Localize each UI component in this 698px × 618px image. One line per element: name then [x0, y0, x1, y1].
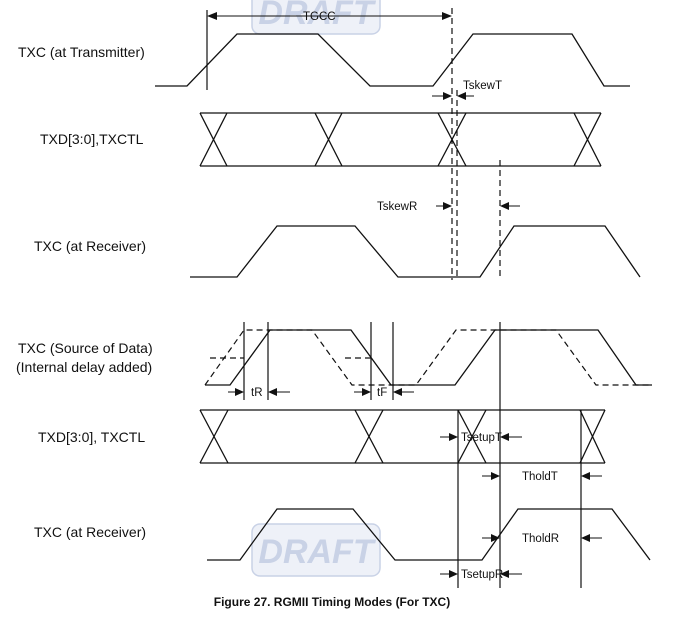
waveform-txc-source-dashed — [204, 329, 652, 386]
annotation-tR: tR — [251, 387, 263, 399]
watermark-text-bottom: DRAFT — [258, 533, 376, 571]
waveform-txc-transmitter — [155, 33, 630, 87]
tgcc-arrow — [207, 12, 452, 20]
annotation-tsetupR: TsetupR — [461, 569, 503, 581]
annotation-tsetupT: TsetupT — [461, 432, 502, 444]
waveform-txd-2 — [199, 409, 606, 464]
waveform-txc-receiver-1 — [190, 225, 641, 278]
label-txc-transmitter: TXC (at Transmitter) — [18, 44, 145, 60]
tholdR-arrows — [482, 534, 602, 542]
watermark-bottom: DRAFT — [251, 523, 381, 577]
tholdT-arrows — [482, 472, 602, 480]
annotation-tholdR: TholdR — [522, 533, 559, 545]
annotation-tgcc: TGCC — [303, 11, 336, 23]
label-txc-receiver-1: TXC (at Receiver) — [34, 238, 146, 254]
tsetupT-arrows — [440, 433, 522, 441]
tskewR-arrows — [436, 202, 520, 210]
annotation-tskewT: TskewT — [463, 80, 502, 92]
label-txc-source-line1: TXC (Source of Data) — [18, 340, 153, 356]
tsetupR-arrows — [440, 570, 522, 578]
label-txd-1: TXD[3:0],TXCTL — [40, 131, 144, 147]
annotation-tF: tF — [377, 387, 387, 399]
annotation-tskewR: TskewR — [377, 201, 417, 213]
label-txc-source-line2: (Internal delay added) — [16, 359, 152, 375]
tF-arrows — [354, 388, 414, 396]
tskewT-arrows — [432, 92, 474, 100]
figure-caption: Figure 27. RGMII Timing Modes (For TXC) — [214, 595, 450, 609]
label-txc-receiver-2: TXC (at Receiver) — [34, 524, 146, 540]
tR-arrows — [228, 388, 290, 396]
waveform-txd-1 — [199, 112, 602, 167]
label-txd-2: TXD[3:0], TXCTL — [38, 429, 145, 445]
waveform-txc-source-solid — [205, 329, 652, 386]
annotation-tholdT: TholdT — [522, 471, 558, 483]
